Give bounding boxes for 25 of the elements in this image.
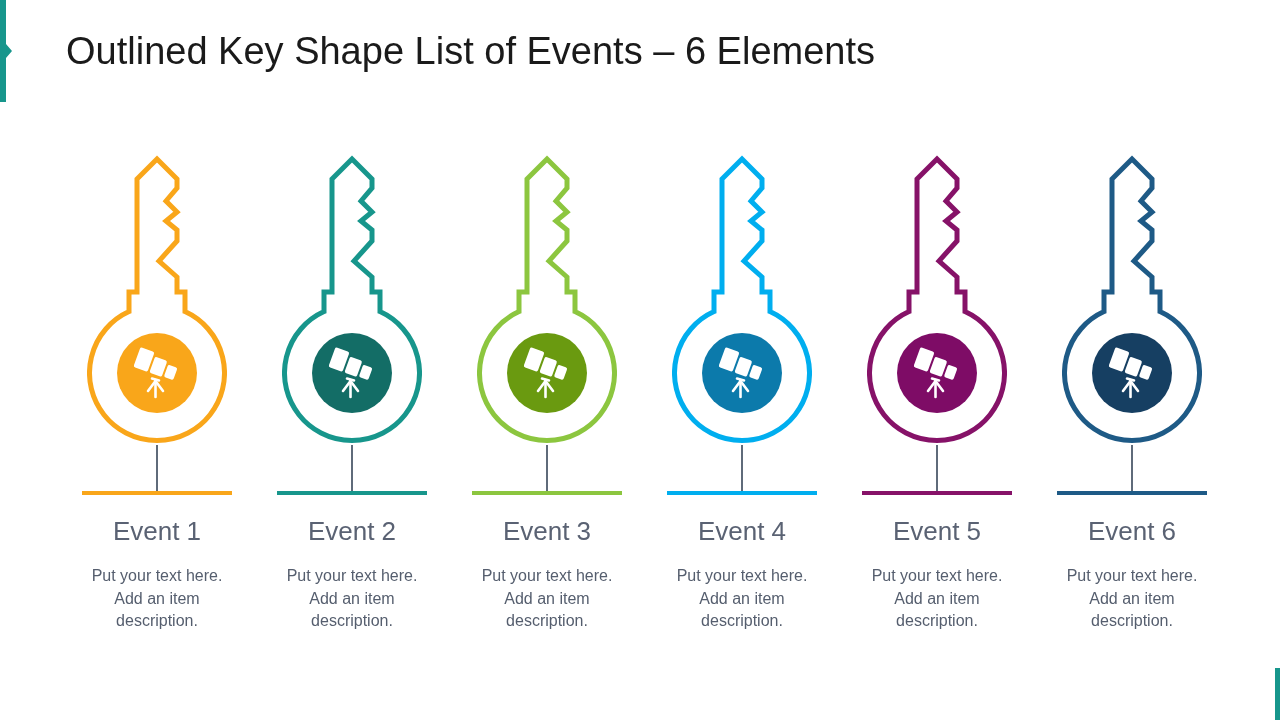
event-description: Put your text here. Add an item description. — [675, 566, 809, 631]
event-title: Event 1 — [112, 515, 202, 547]
event-title: Event 6 — [1087, 515, 1177, 547]
event-description: Put your text here. Add an item description. — [870, 566, 1004, 631]
connector-line — [936, 444, 938, 492]
key-shape — [477, 155, 617, 445]
slide-title: Outlined Key Shape List of Events – 6 Elements — [66, 29, 876, 74]
event-description: Put your text here. Add an item description. — [90, 566, 224, 631]
key-shape — [282, 155, 422, 445]
event-title: Event 4 — [697, 515, 787, 547]
connector-line — [156, 444, 158, 492]
key-shape — [87, 155, 227, 445]
connector-line — [546, 444, 548, 492]
event-title: Event 5 — [892, 515, 982, 547]
key-shape — [867, 155, 1007, 445]
connector-line — [1131, 444, 1133, 492]
event-title: Event 3 — [502, 515, 592, 547]
event-description: Put your text here. Add an item description. — [285, 566, 419, 631]
event-description: Put your text here. Add an item description. — [1065, 566, 1199, 631]
event-description: Put your text here. Add an item description. — [480, 566, 614, 631]
connector-line — [741, 444, 743, 492]
event-title: Event 2 — [307, 515, 397, 547]
key-shape — [672, 155, 812, 445]
key-shape — [1062, 155, 1202, 445]
connector-line — [351, 444, 353, 492]
